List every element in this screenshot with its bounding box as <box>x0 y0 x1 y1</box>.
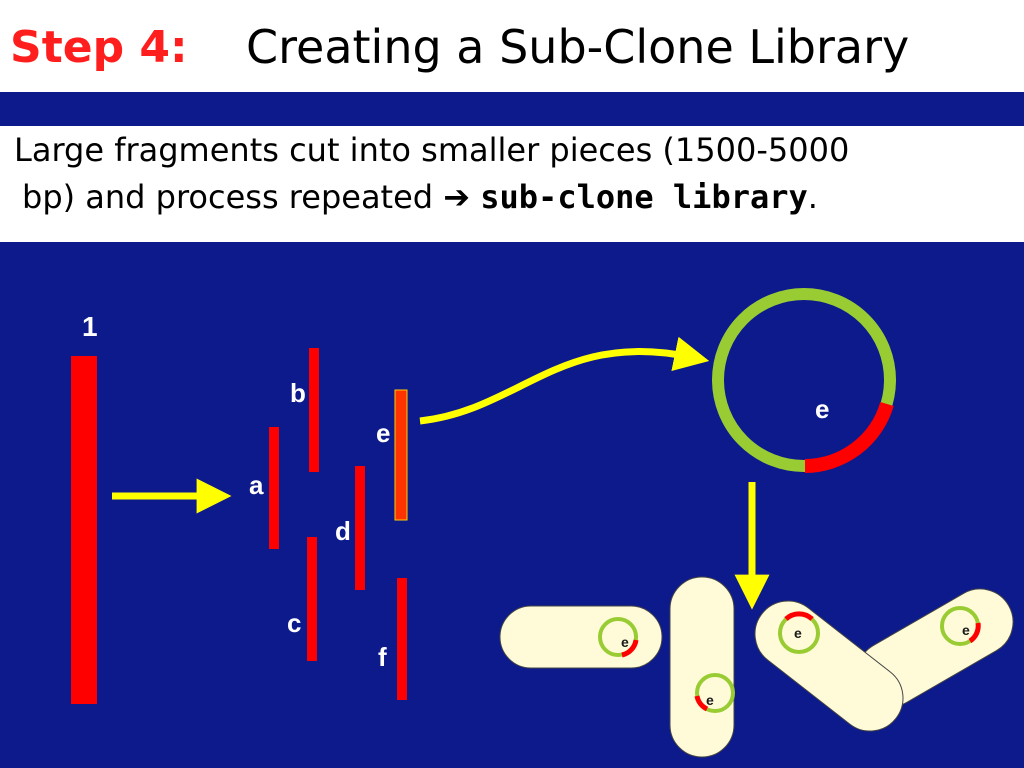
label-b: b <box>290 378 306 408</box>
cell-4-insert-label: e <box>962 622 970 638</box>
diagram-svg: 1 a b c d e f e e <box>71 288 1014 758</box>
slide-title: Creating a Sub-Clone Library <box>246 20 910 74</box>
bacterial-cell-2: e <box>669 576 735 758</box>
step-label: Step 4: <box>10 22 188 73</box>
label-1: 1 <box>82 311 98 342</box>
description-line-2: bp) and process repeated ➔ sub-clone lib… <box>22 178 818 216</box>
fragment-c <box>307 537 317 661</box>
fragment-e <box>394 389 408 521</box>
plasmid-insert-label: e <box>815 394 829 424</box>
sub-clone-library-term: sub-clone library <box>480 178 808 216</box>
diagram-panel: 1 a b c d e f e e <box>0 242 1024 768</box>
bacterial-cell-1: e <box>499 605 663 669</box>
right-arrow-icon: ➔ <box>443 178 471 216</box>
label-e: e <box>376 418 390 448</box>
title-row: Step 4: Creating a Sub-Clone Library <box>0 0 1024 92</box>
label-d: d <box>335 516 351 546</box>
plasmid-vector <box>712 288 896 472</box>
description-period: . <box>807 178 818 216</box>
label-a: a <box>249 470 264 500</box>
ligation-arrow <box>419 336 710 425</box>
bacterial-cell-3: e <box>754 600 904 732</box>
description-line-2-text: bp) and process repeated <box>22 178 444 216</box>
fragment-d <box>355 466 365 590</box>
description-box <box>0 126 1024 242</box>
fragment-b <box>309 348 319 472</box>
cell-1-insert-label: e <box>621 634 629 650</box>
cell-2-insert-label: e <box>706 692 714 708</box>
cell-3-insert-label: e <box>794 625 802 641</box>
label-c: c <box>287 608 301 638</box>
large-fragment-1 <box>71 356 97 704</box>
label-f: f <box>378 642 387 672</box>
fragment-a <box>269 427 279 549</box>
plasmid-insert-e <box>804 401 894 473</box>
title-divider-bar <box>0 92 1024 126</box>
fragment-f <box>397 578 407 700</box>
description-line-1: Large fragments cut into smaller pieces … <box>14 131 850 169</box>
